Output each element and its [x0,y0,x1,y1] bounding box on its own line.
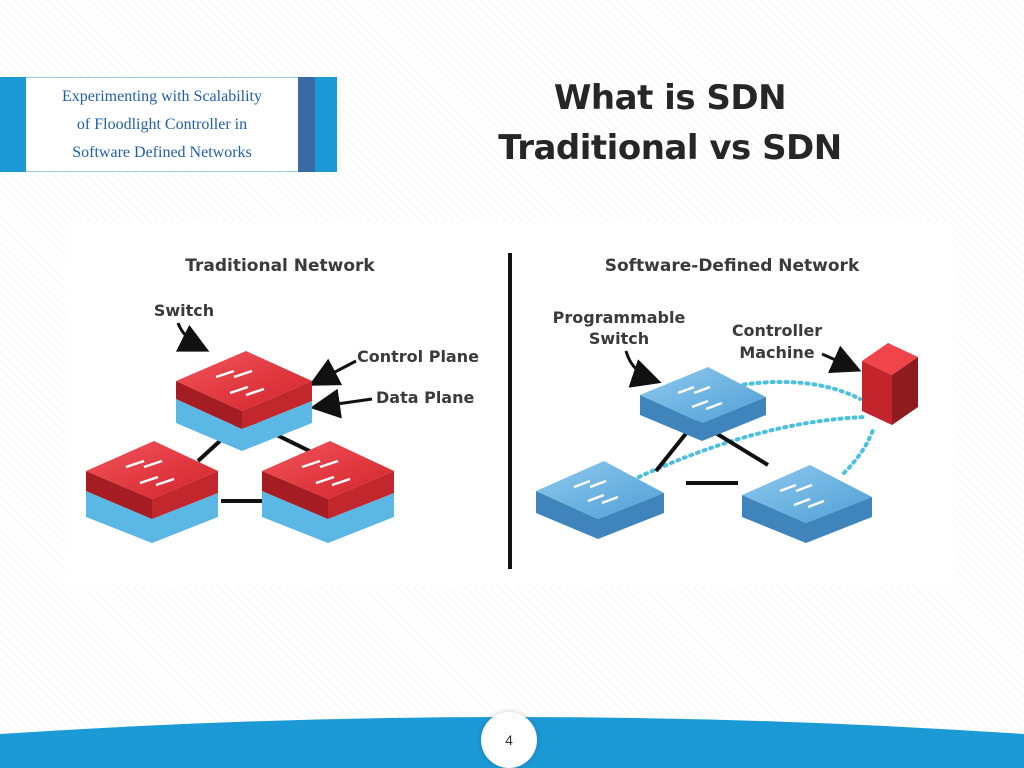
sdn-switch-left [536,461,664,539]
programmable-switch-label-2: Switch [589,329,649,348]
controller-machine [862,343,918,425]
controller-arrow [821,345,862,374]
control-plane-arrow [308,358,357,386]
programmable-switch-arrow [624,350,662,388]
course-badge: Experimenting with Scalability of Floodl… [0,77,338,172]
traditional-switch-left [86,441,218,543]
data-plane-arrow [310,388,373,419]
sdn-switch-right [742,465,872,543]
slide-subtitle: Traditional vs SDN [498,128,842,168]
switch-arrow [175,322,210,352]
controller-label-1: Controller [732,321,822,340]
data-plane-label: Data Plane [376,388,474,407]
slide-title: What is SDN [553,78,787,118]
traditional-heading: Traditional Network [185,256,375,276]
page-number: 4 [505,732,513,748]
controller-label-2: Machine [739,343,814,362]
badge-line-3: Software Defined Networks [72,143,252,161]
programmable-switch-label-1: Programmable [553,308,686,327]
switch-label: Switch [154,301,214,320]
control-plane-label: Control Plane [357,347,479,366]
sdn-comparison-diagram: Traditional Network Switch Control Plane… [66,221,955,587]
traditional-switch-top [176,351,312,451]
traditional-switch-right [262,441,394,543]
badge-text-box: Experimenting with Scalability of Floodl… [26,77,299,172]
badge-line-2: of Floodlight Controller in [76,115,248,133]
badge-dark-bar [298,77,315,172]
sdn-switch-top [640,367,766,441]
badge-light-bar [315,77,337,172]
page-number-badge: 4 [481,712,537,768]
badge-left-strip [0,77,26,172]
sdn-heading: Software-Defined Network [605,256,860,276]
badge-line-1: Experimenting with Scalability [62,87,262,105]
